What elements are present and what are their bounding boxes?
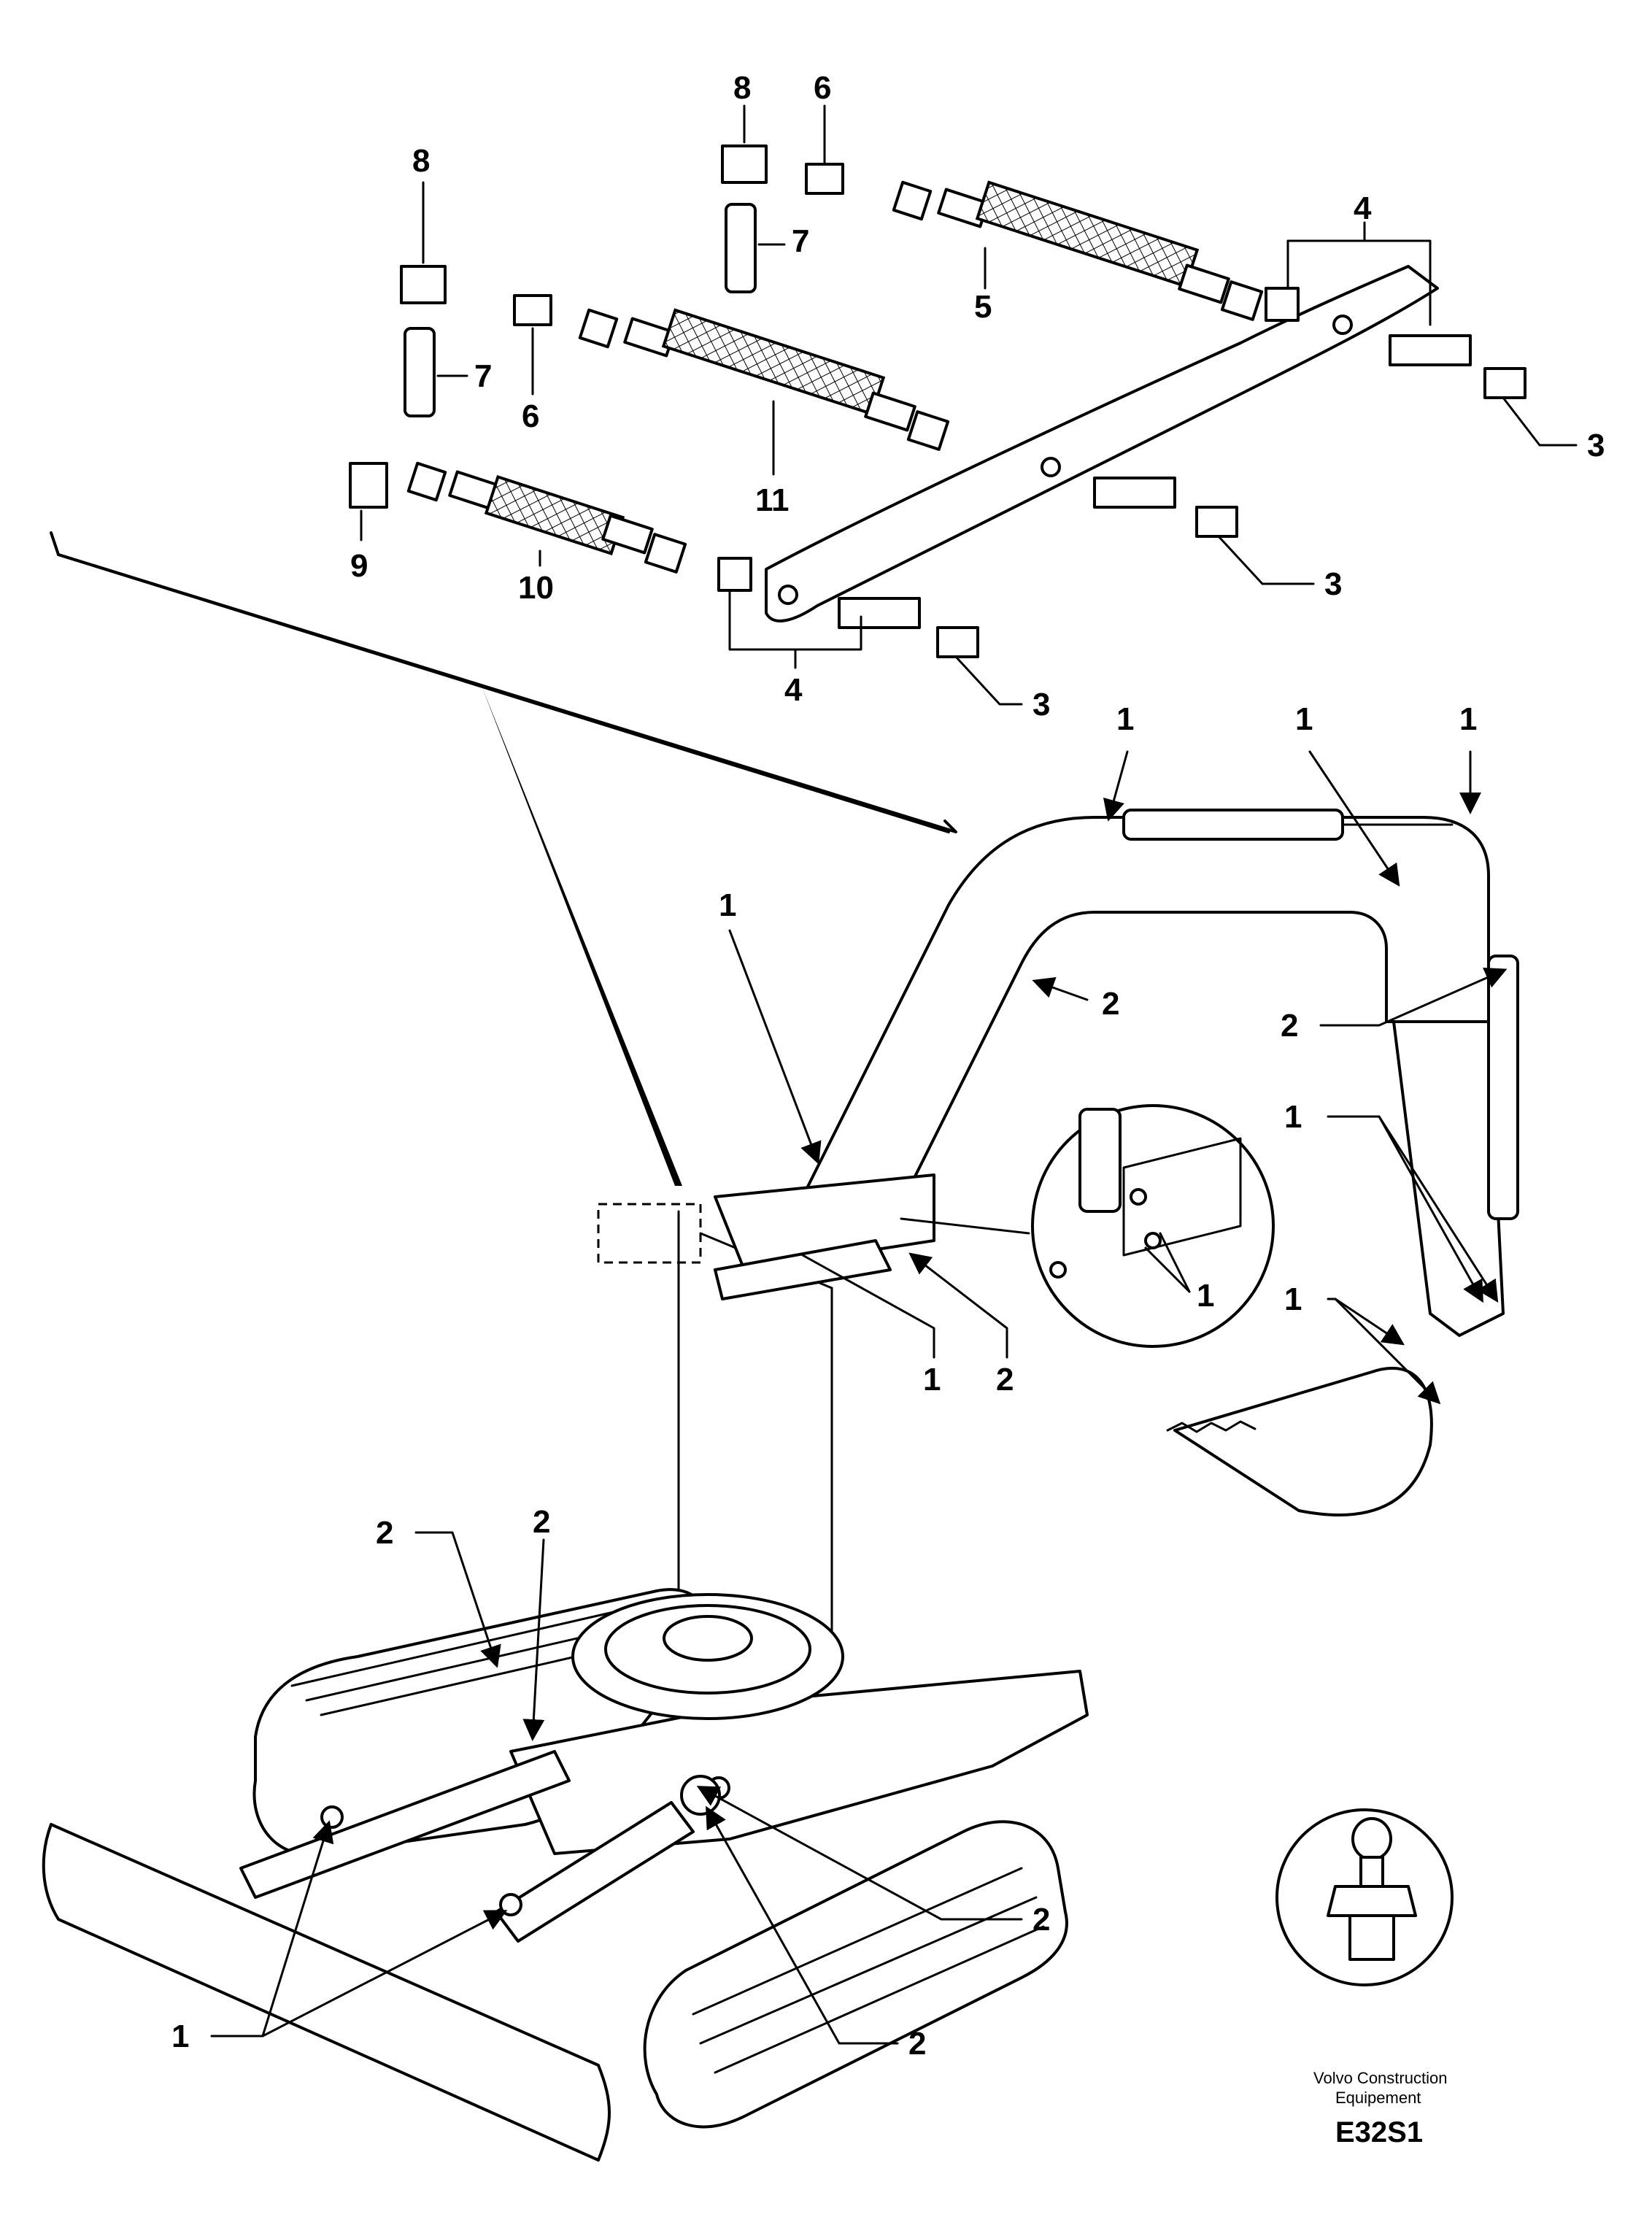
callout-5: 5 [974, 289, 992, 325]
dozer-blade [42, 1823, 611, 2162]
stick-cylinder [1487, 955, 1519, 1220]
callout-3b: 3 [1324, 566, 1342, 602]
bolt-4 [1389, 334, 1472, 366]
callout-2e: 2 [533, 1504, 550, 1540]
callout-1d: 1 [719, 887, 736, 923]
callout-1f: 1 [1284, 1281, 1302, 1317]
maker-line-1: Volvo Construction [1313, 2069, 1447, 2087]
callout-1h: 1 [923, 1362, 941, 1398]
drawing-code: E32S1 [1335, 2116, 1423, 2148]
elbow-fitting-9 [349, 462, 388, 509]
callout-8a: 8 [733, 70, 751, 106]
bucket [1173, 1367, 1433, 1516]
right-track [643, 1820, 1068, 2129]
nipple-7 [725, 203, 757, 293]
excavator-arm [714, 809, 1519, 1516]
undercarriage [42, 1588, 1089, 2162]
maker-line-2: Equipement [1335, 2089, 1421, 2107]
callout-7b: 7 [474, 358, 492, 394]
callout-2c: 2 [996, 1362, 1014, 1398]
callout-2d: 2 [376, 1515, 393, 1551]
callout-11: 11 [755, 482, 790, 518]
blade-cylinder [495, 1801, 695, 1943]
adapter-6b [513, 294, 552, 326]
bolt-4b [838, 597, 921, 629]
callout-2g: 2 [908, 2026, 926, 2062]
callout-8b: 8 [412, 143, 430, 179]
footer: Volvo Construction Equipement E32S1 [1313, 2069, 1447, 2148]
hose-10 [406, 461, 687, 574]
callout-1a: 1 [1116, 701, 1134, 737]
grease-nipple-3c [936, 626, 979, 658]
callout-10: 10 [518, 570, 554, 606]
nipple-7b [404, 327, 436, 417]
elbow-fitting-8b [400, 265, 447, 304]
callout-1b: 1 [1295, 701, 1313, 737]
bolt-4c [1093, 477, 1176, 509]
callout-6a: 6 [814, 70, 831, 106]
callout-labels: 8 6 7 5 4 8 7 6 11 9 10 4 3 3 3 1 1 1 1 … [171, 70, 1605, 2062]
hose-kit [349, 144, 1526, 669]
stick [1392, 1020, 1505, 1337]
callout-1e: 1 [1284, 1099, 1302, 1135]
leader-lines [210, 104, 1578, 2045]
hose-11 [578, 308, 950, 451]
callout-2a: 2 [1102, 986, 1119, 1022]
boom [801, 816, 1490, 1198]
blade-arm-left [239, 1750, 571, 1899]
grease-nipple-detail [1275, 1808, 1454, 1986]
elbow-fitting-8 [721, 144, 768, 184]
callout-9: 9 [350, 548, 368, 584]
nut-4 [1265, 287, 1300, 322]
nut-4b [717, 557, 752, 592]
callout-2f: 2 [1032, 1902, 1050, 1938]
callout-6b: 6 [522, 398, 539, 434]
callout-4b: 4 [784, 672, 803, 708]
callout-4a: 4 [1354, 190, 1372, 226]
callout-1i: 1 [171, 2019, 189, 2054]
callout-1c: 1 [1459, 701, 1477, 737]
callout-3a: 3 [1587, 428, 1605, 463]
grease-nipple-3b [1195, 506, 1238, 538]
adapter-6 [805, 163, 844, 195]
mounting-bracket [765, 265, 1439, 622]
grease-nipple-3a [1483, 367, 1526, 399]
callout-1g: 1 [1197, 1278, 1214, 1314]
boom-cylinder [1122, 809, 1344, 841]
chassis [509, 1670, 1089, 1855]
hose-5 [892, 180, 1264, 321]
section-guides [50, 531, 957, 1632]
callout-2b: 2 [1281, 1008, 1298, 1044]
callout-7a: 7 [792, 223, 809, 259]
callout-3c: 3 [1032, 687, 1050, 722]
